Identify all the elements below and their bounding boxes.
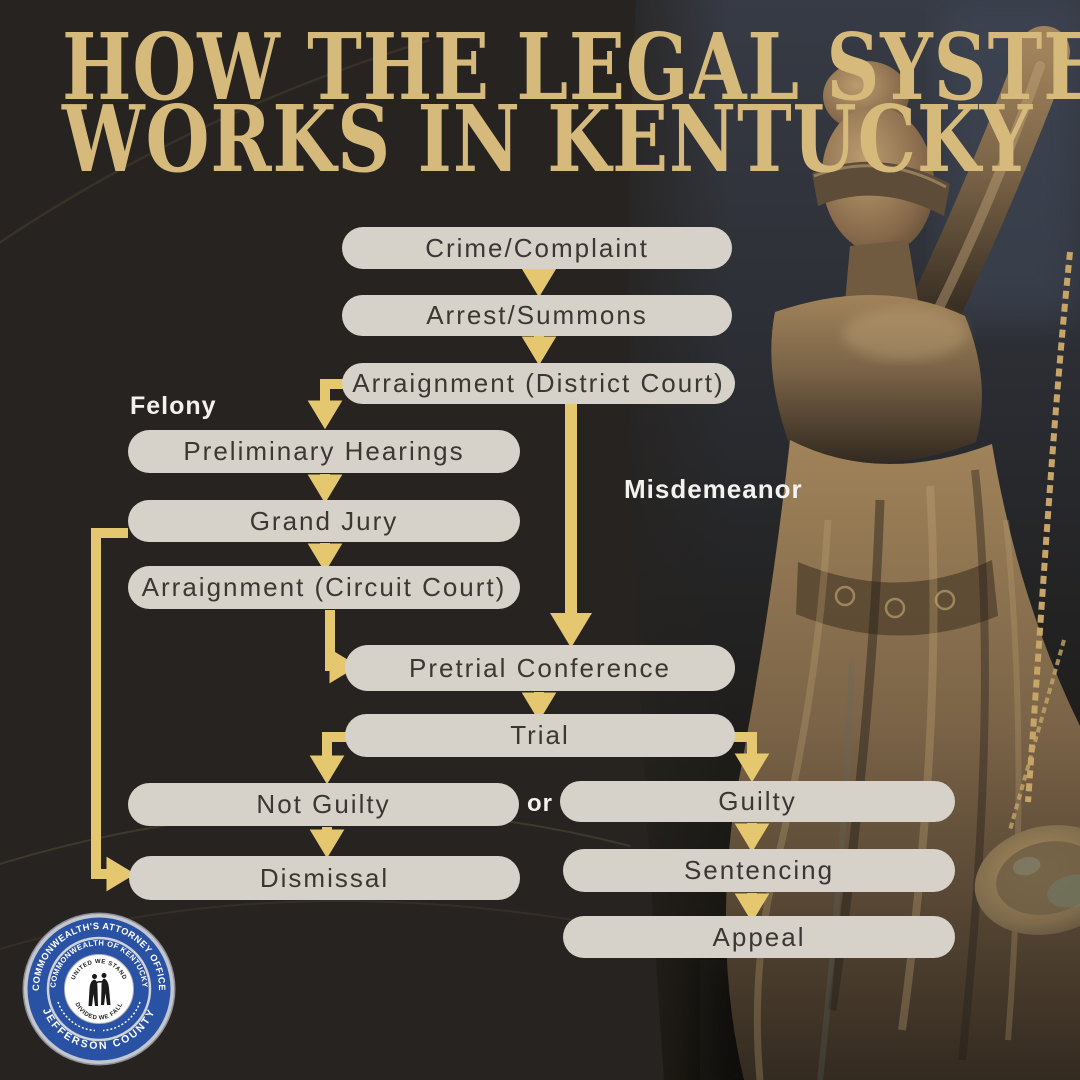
seal-laurel-branches xyxy=(57,1001,141,1032)
title-line-1: HOW THE LEGAL SYSTEM xyxy=(62,13,1080,121)
flow-node-guilty: Guilty xyxy=(560,781,955,822)
flow-node-grand-jury: Grand Jury xyxy=(128,500,520,542)
flow-node-not-guilty: Not Guilty xyxy=(128,783,519,826)
commonwealth-attorney-seal: COMMONWEALTH'S ATTORNEY OFFICE JEFFERSON… xyxy=(22,912,176,1066)
flow-node-dismissal: Dismissal xyxy=(129,856,520,900)
felony-branch-label: Felony xyxy=(130,392,217,420)
seal-figures-illustration xyxy=(88,973,111,1006)
flow-node-arrest-summons: Arrest/Summons xyxy=(342,295,732,336)
flow-node-appeal: Appeal xyxy=(563,916,955,958)
misdemeanor-branch-label: Misdemeanor xyxy=(624,474,803,504)
seal-center-disc xyxy=(64,954,134,1024)
flow-node-pretrial-conference: Pretrial Conference xyxy=(345,645,735,691)
flow-node-arraignment-district: Arraignment (District Court) xyxy=(342,363,735,404)
scales-chain xyxy=(1025,251,1073,803)
title-line-2: WORKS IN KENTUCKY xyxy=(62,85,1034,193)
flow-node-arraignment-circuit: Arraignment (Circuit Court) xyxy=(128,566,520,609)
page-title: HOW THE LEGAL SYSTEM WORKS IN KENTUCKY xyxy=(62,13,1080,193)
or-connector-label: or xyxy=(527,790,553,817)
flow-node-trial: Trial xyxy=(345,714,735,757)
flow-node-crime-complaint: Crime/Complaint xyxy=(342,227,732,269)
scales-pan xyxy=(974,824,1080,936)
flow-node-sentencing: Sentencing xyxy=(563,849,955,892)
flow-node-preliminary-hearings: Preliminary Hearings xyxy=(128,430,520,473)
